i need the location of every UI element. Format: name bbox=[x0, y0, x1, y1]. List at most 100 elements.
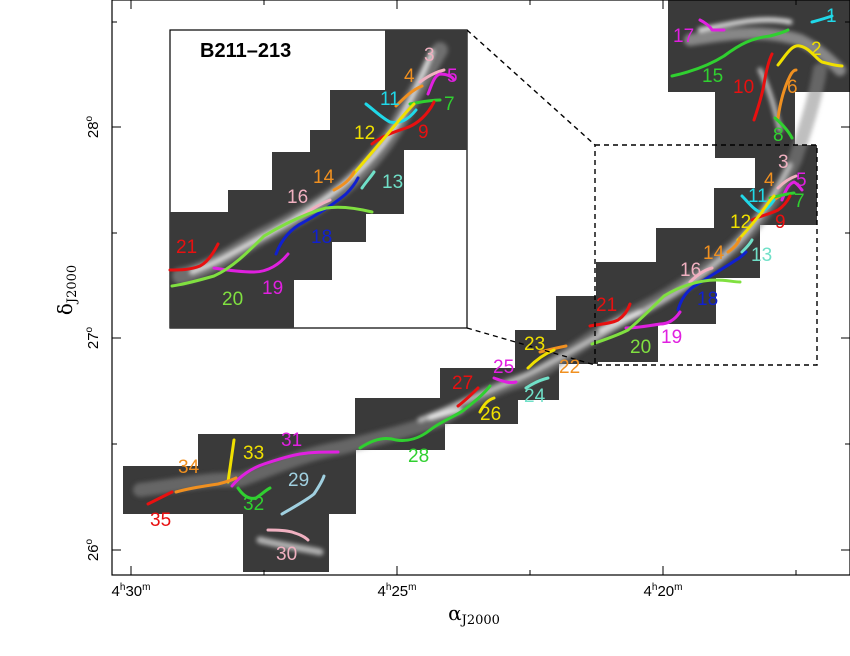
inset-label-18: 18 bbox=[311, 227, 332, 248]
label-8: 8 bbox=[773, 125, 784, 146]
inset-label-12: 12 bbox=[354, 123, 375, 144]
inset-filament-13 bbox=[360, 170, 376, 190]
filament-34 bbox=[174, 476, 238, 494]
filament-27 bbox=[456, 386, 480, 408]
inset-label-7: 7 bbox=[444, 94, 455, 115]
filament-16 bbox=[688, 266, 714, 284]
filament-18 bbox=[676, 250, 748, 312]
filament-12 bbox=[736, 194, 776, 242]
label-33: 33 bbox=[243, 443, 264, 464]
label-26: 26 bbox=[480, 404, 501, 425]
label-17: 17 bbox=[673, 26, 694, 47]
label-34: 34 bbox=[178, 457, 200, 478]
inset-label-14: 14 bbox=[313, 167, 335, 188]
filament-13 bbox=[740, 238, 754, 254]
label-6: 6 bbox=[787, 77, 798, 98]
inset-label-4: 4 bbox=[404, 66, 415, 87]
x-tick-label-4h30m: 4h30m bbox=[112, 582, 151, 600]
label-14: 14 bbox=[703, 243, 725, 264]
inset-filament-12 bbox=[350, 102, 416, 178]
filament-28 bbox=[358, 384, 492, 450]
filament-24 bbox=[524, 376, 550, 390]
filament-23 bbox=[526, 348, 556, 370]
filament-1 bbox=[810, 14, 834, 24]
label-19: 19 bbox=[661, 327, 682, 348]
filament-25 bbox=[492, 376, 518, 384]
axis-ticks bbox=[112, 0, 850, 575]
label-28: 28 bbox=[408, 446, 429, 467]
inset-label-9: 9 bbox=[418, 122, 429, 143]
label-2: 2 bbox=[811, 39, 822, 60]
filament-26 bbox=[478, 396, 496, 414]
filament-6 bbox=[776, 68, 798, 120]
filament-31 bbox=[230, 450, 340, 488]
inset-filament-4 bbox=[394, 84, 424, 108]
label-27: 27 bbox=[452, 373, 473, 394]
filament-20 bbox=[590, 278, 742, 346]
filament-35 bbox=[146, 490, 174, 506]
filament-32 bbox=[236, 486, 272, 500]
label-3: 3 bbox=[778, 152, 789, 173]
y-tick-label-27: 27o bbox=[84, 326, 102, 349]
x-tick-label-4h20m: 4h20m bbox=[644, 582, 683, 600]
label-18: 18 bbox=[697, 289, 718, 310]
filament-11 bbox=[740, 194, 776, 214]
label-24: 24 bbox=[524, 386, 546, 407]
zoom-connector-top bbox=[466, 29, 596, 146]
filament-3 bbox=[776, 174, 798, 190]
inset-label-20: 20 bbox=[222, 289, 243, 310]
zoom-region-box bbox=[594, 144, 818, 366]
inset-label-11: 11 bbox=[380, 89, 400, 110]
label-32: 32 bbox=[243, 494, 264, 515]
label-23: 23 bbox=[524, 334, 545, 355]
filament-22 bbox=[538, 344, 568, 354]
inset-title: B211–213 bbox=[200, 40, 291, 62]
y-tick-label-28: 28o bbox=[84, 115, 102, 138]
label-22: 22 bbox=[559, 357, 580, 378]
label-12: 12 bbox=[730, 212, 751, 233]
label-15: 15 bbox=[702, 66, 723, 87]
inset-label-21: 21 bbox=[176, 237, 197, 258]
label-29: 29 bbox=[288, 470, 309, 491]
label-20: 20 bbox=[630, 337, 651, 358]
inset-panel bbox=[168, 29, 468, 329]
filament-17 bbox=[698, 18, 726, 32]
label-5: 5 bbox=[796, 170, 807, 191]
inset-filament-5 bbox=[426, 72, 456, 96]
x-axis-label: αJ2000 bbox=[448, 601, 500, 628]
filament-29 bbox=[280, 474, 326, 516]
filament-14 bbox=[726, 236, 742, 254]
zoom-connector-bottom bbox=[466, 327, 596, 366]
filament-30 bbox=[266, 528, 310, 542]
y-axis-label: δJ2000 bbox=[53, 265, 80, 315]
y-tick-label-26: 26o bbox=[84, 538, 102, 561]
inset-label-13: 13 bbox=[382, 172, 403, 193]
label-10: 10 bbox=[733, 77, 754, 98]
label-13: 13 bbox=[751, 245, 772, 266]
filament-10 bbox=[752, 52, 774, 122]
inset-filament-21 bbox=[168, 242, 220, 272]
x-tick-label-4h25m: 4h25m bbox=[378, 582, 417, 600]
label-30: 30 bbox=[276, 544, 297, 565]
filament-19 bbox=[624, 310, 682, 330]
filament-15 bbox=[670, 28, 790, 78]
label-4: 4 bbox=[764, 170, 775, 191]
inset-label-3: 3 bbox=[424, 45, 435, 66]
filament-33 bbox=[226, 438, 236, 484]
label-7: 7 bbox=[794, 191, 805, 212]
inset-label-5: 5 bbox=[447, 66, 458, 87]
inset-filament-9 bbox=[370, 100, 436, 146]
inset-filament-20 bbox=[170, 205, 374, 288]
label-1: 1 bbox=[826, 6, 837, 27]
inset-filament-14 bbox=[332, 170, 356, 192]
inset-label-19: 19 bbox=[262, 278, 283, 299]
label-25: 25 bbox=[493, 357, 514, 378]
filament-8 bbox=[773, 116, 794, 140]
filament-2 bbox=[776, 44, 844, 68]
label-31: 31 bbox=[281, 430, 302, 451]
inset-filament-3 bbox=[418, 68, 446, 84]
label-35: 35 bbox=[150, 510, 171, 531]
main-plot-frame bbox=[111, 0, 850, 576]
filament-21 bbox=[588, 302, 632, 328]
